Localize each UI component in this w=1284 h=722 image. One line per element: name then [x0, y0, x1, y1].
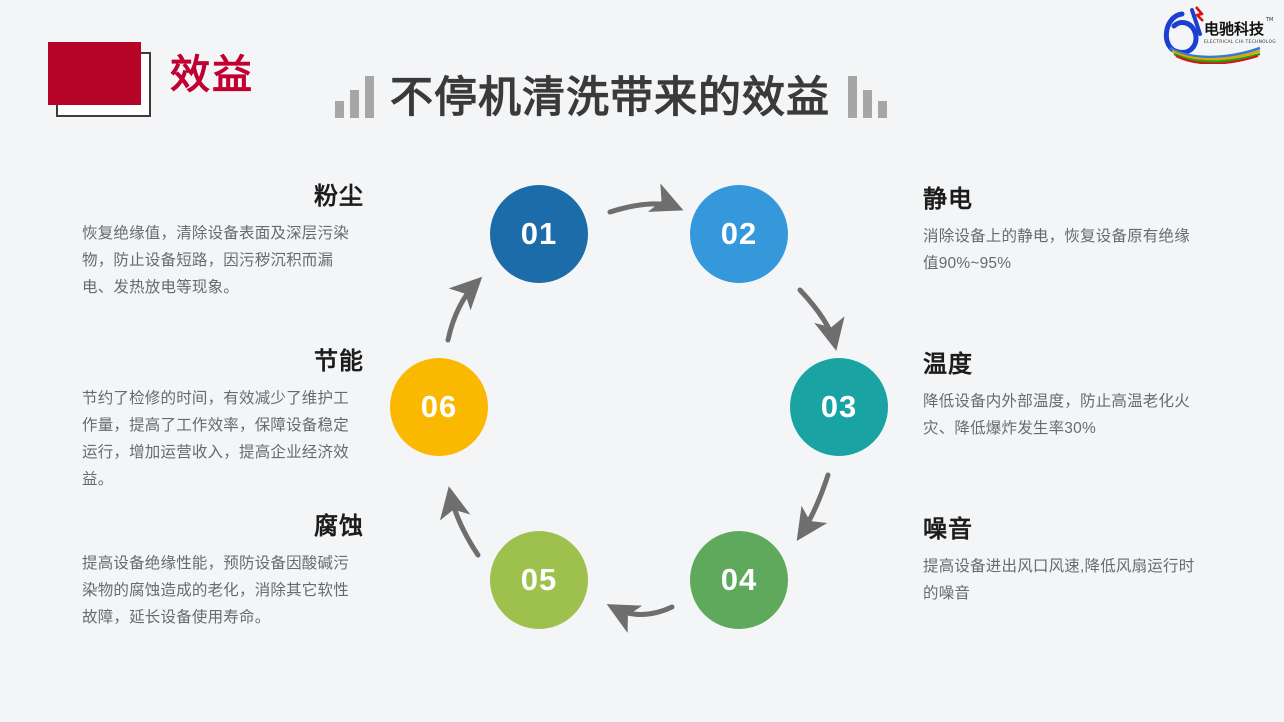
cycle-node-06[interactable]: 06	[390, 358, 488, 456]
item-body-noise: 提高设备进出风口风速,降低风扇运行时的噪音	[923, 558, 1195, 602]
item-body-temperature: 降低设备内外部温度，防止高温老化火灾、降低爆炸发生率30%	[923, 393, 1190, 437]
item-title-energy: 节能	[314, 348, 364, 375]
item-body-dust: 恢复绝缘值，清除设备表面及深层污染物，防止设备短路，因污秽沉积而漏电、发热放电等…	[82, 225, 349, 296]
cycle-node-05[interactable]: 05	[490, 531, 588, 629]
cycle-node-01-label: 01	[520, 216, 558, 251]
cycle-node-02-label: 02	[720, 216, 758, 251]
item-block-temperature: 温度 降低设备内外部温度，防止高温老化火灾、降低爆炸发生率30%	[923, 350, 1205, 442]
page-title: 不停机清洗带来的效益	[390, 74, 830, 122]
item-block-static: 静电 消除设备上的静电，恢复设备原有绝缘值90%~95%	[923, 185, 1205, 277]
cycle-node-05-label: 05	[520, 562, 558, 597]
svg-text:ELECTRICAL CHI TECHNOLOGY: ELECTRICAL CHI TECHNOLOGY	[1204, 39, 1276, 45]
cycle-node-01[interactable]: 01	[490, 185, 588, 283]
cycle-node-06-label: 06	[420, 389, 458, 424]
section-badge	[48, 42, 152, 118]
item-title-static: 静电	[923, 186, 973, 213]
title-row: 不停机清洗带来的效益	[335, 62, 887, 124]
item-block-corrosion: 腐蚀 提高设备绝缘性能，预防设备因酸碱污染物的腐蚀造成的老化，消除其它软性故障，…	[82, 512, 364, 631]
item-title-dust: 粉尘	[314, 183, 364, 210]
item-title-noise: 噪音	[923, 516, 973, 543]
item-block-noise: 噪音 提高设备进出风口风速,降低风扇运行时的噪音	[923, 515, 1205, 607]
cycle-node-04-label: 04	[720, 562, 758, 597]
item-body-energy: 节约了检修的时间，有效减少了维护工作量，提高了工作效率，保障设备稳定运行，增加运…	[82, 390, 349, 488]
item-title-temperature: 温度	[923, 351, 973, 378]
item-title-corrosion: 腐蚀	[314, 513, 364, 540]
section-label: 效益	[170, 53, 254, 97]
cycle-node-02[interactable]: 02	[690, 185, 788, 283]
item-body-corrosion: 提高设备绝缘性能，预防设备因酸碱污染物的腐蚀造成的老化，消除其它软性故障，延长设…	[82, 555, 349, 626]
bar-chart-decoration-right-icon	[848, 74, 887, 118]
item-body-static: 消除设备上的静电，恢复设备原有绝缘值90%~95%	[923, 228, 1190, 272]
svg-text:电驰科技: 电驰科技	[1204, 20, 1265, 38]
cycle-node-03[interactable]: 03	[790, 358, 888, 456]
company-logo: 电驰科技 ELECTRICAL CHI TECHNOLOGY TM	[1156, 4, 1276, 64]
svg-text:TM: TM	[1265, 17, 1273, 23]
item-block-energy: 节能 节约了检修的时间，有效减少了维护工作量，提高了工作效率，保障设备稳定运行，…	[82, 347, 364, 493]
bar-chart-decoration-left-icon	[335, 74, 374, 118]
cycle-node-04[interactable]: 04	[690, 531, 788, 629]
cycle-node-03-label: 03	[820, 389, 858, 424]
item-block-dust: 粉尘 恢复绝缘值，清除设备表面及深层污染物，防止设备短路，因污秽沉积而漏电、发热…	[82, 182, 364, 301]
badge-fill-shape	[48, 42, 141, 105]
